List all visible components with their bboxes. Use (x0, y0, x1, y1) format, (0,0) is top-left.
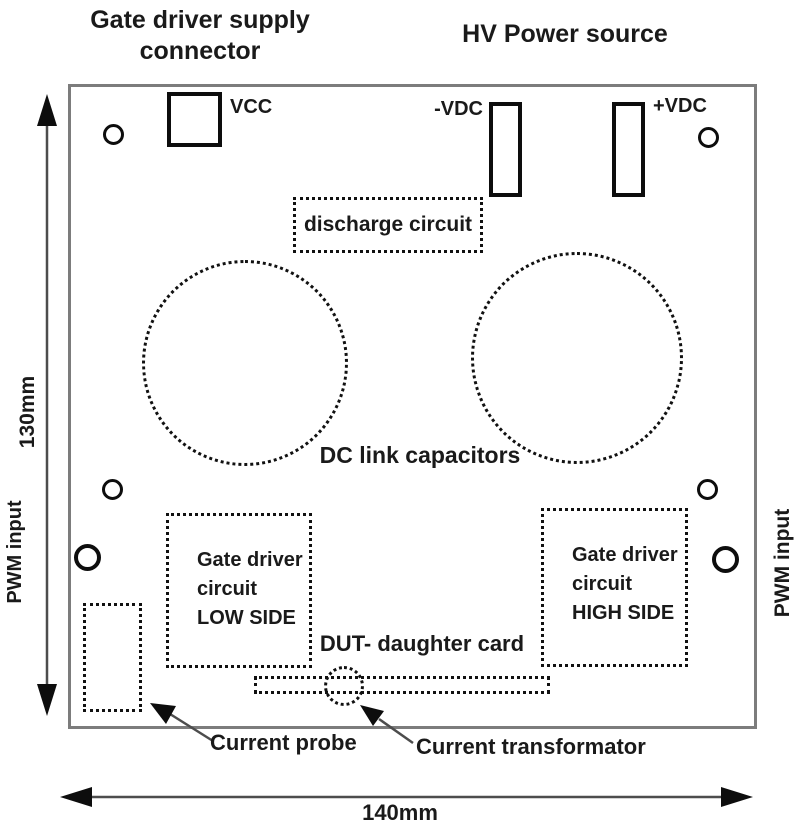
mount-hole-top-right (698, 127, 719, 148)
gate-driver-supply-title-line2: connector (139, 37, 261, 65)
mount-hole-top-left (103, 124, 124, 145)
low-side-label-line2: circuit (197, 578, 258, 600)
gate-driver-low-side-outline: Gate driver circuit LOW SIDE (166, 513, 312, 668)
height-dimension-arrowhead-bottom (37, 684, 57, 716)
width-dimension-arrowhead-right (721, 787, 753, 807)
gate-driver-high-side-outline: Gate driver circuit HIGH SIDE (541, 508, 688, 667)
pwm-hole-left (74, 544, 101, 571)
dut-daughter-card-label: DUT- daughter card (319, 631, 525, 656)
width-dimension-label: 140mm (362, 800, 438, 825)
vcc-label: VCC (230, 96, 273, 118)
height-dimension-arrowhead-top (37, 94, 57, 126)
low-side-label-line1: Gate driver (197, 549, 303, 571)
dc-link-capacitors-label: DC link capacitors (319, 442, 521, 468)
vdc-negative-connector (489, 102, 522, 197)
height-dimension-label: 130mm (16, 375, 39, 449)
mount-hole-mid-left (102, 479, 123, 500)
gate-driver-supply-title-line1: Gate driver supply (90, 6, 310, 34)
high-side-label-line3: HIGH SIDE (572, 602, 675, 624)
current-probe-outline (83, 603, 142, 712)
high-side-label-line1: Gate driver (572, 544, 678, 566)
vdc-positive-connector (612, 102, 645, 197)
pwm-input-label-left: PWM input (4, 500, 26, 604)
vcc-connector (167, 92, 222, 147)
mount-hole-mid-right (697, 479, 718, 500)
current-transformator-outline (324, 666, 364, 706)
width-dimension-arrowhead-left (60, 787, 92, 807)
dut-daughter-card-outline (254, 676, 550, 694)
low-side-label-line3: LOW SIDE (197, 607, 296, 629)
hv-power-source-title: HV Power source (462, 20, 668, 48)
discharge-circuit-outline: discharge circuit (293, 197, 483, 253)
pwm-hole-right (712, 546, 739, 573)
dc-link-capacitor-right-outline (471, 252, 683, 464)
dc-link-capacitor-left-outline (142, 260, 348, 466)
current-probe-label: Current probe (210, 730, 357, 755)
vdc-negative-label: -VDC (434, 98, 483, 120)
current-transformator-label: Current transformator (416, 734, 646, 759)
high-side-label-line2: circuit (572, 573, 633, 595)
vdc-positive-label: +VDC (653, 95, 707, 117)
gate-driver-supply-title: Gate driver supply connector (90, 5, 310, 67)
pwm-input-label-right: PWM input (771, 508, 794, 618)
